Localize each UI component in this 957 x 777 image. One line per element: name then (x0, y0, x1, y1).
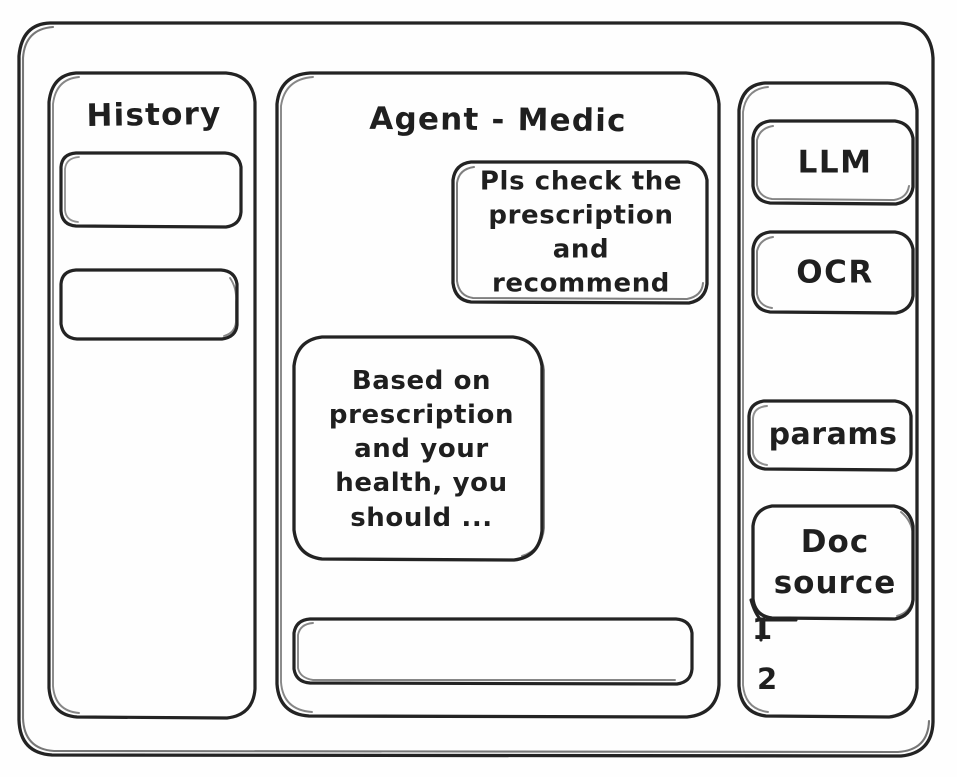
history-item-1[interactable] (59, 151, 248, 230)
doc-source-button-label: Doc source (773, 524, 897, 601)
history-item-2[interactable] (59, 268, 244, 342)
tool-button-llm[interactable]: LLM (751, 119, 918, 206)
doc-source-connector (744, 596, 804, 642)
tool-button-ocr-label: OCR (796, 254, 874, 291)
params-button[interactable]: params (747, 399, 918, 472)
chat-message-user: Pls check the prescription and recommend (451, 160, 710, 305)
tool-button-llm-label: LLM (797, 144, 873, 181)
params-button-label: params (768, 417, 898, 453)
history-panel-title: History (86, 95, 222, 135)
agent-chat-title: Agent - Medic (369, 100, 627, 140)
chat-message-user-text: Pls check the prescription and recommend (479, 165, 683, 299)
chat-message-assistant-text: Based on prescription and your health, y… (328, 365, 515, 533)
message-input[interactable] (292, 617, 700, 686)
chat-message-assistant: Based on prescription and your health, y… (292, 335, 550, 563)
tool-button-ocr[interactable]: OCR (751, 230, 918, 315)
doc-source-item-2-marker[interactable]: 2 (757, 662, 778, 696)
